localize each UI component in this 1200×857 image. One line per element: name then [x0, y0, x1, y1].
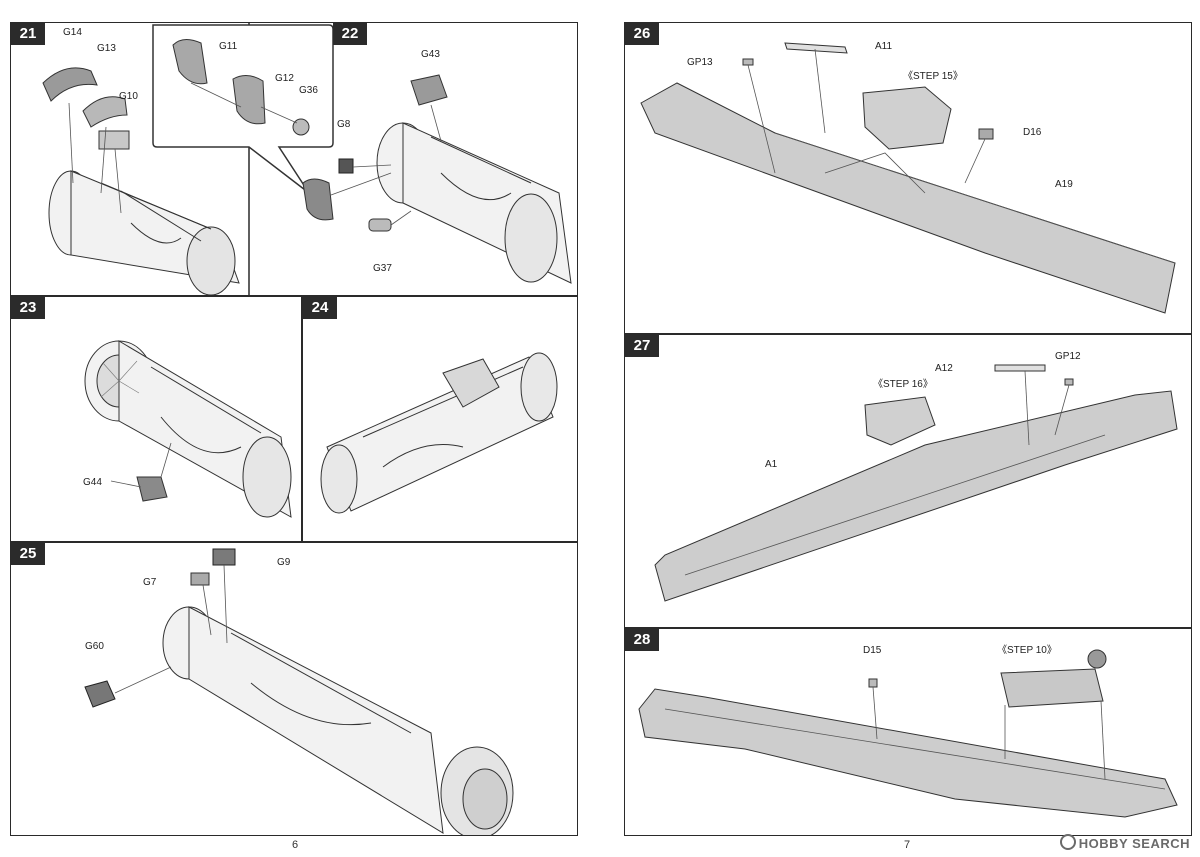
part-label-a11: A11 [875, 41, 893, 52]
watermark-logo-icon [1059, 834, 1076, 850]
right-page: 26 A11 GP13 《STEP 15》 D16 A19 27 [604, 0, 1200, 857]
step-27-badge: 27 [625, 335, 659, 357]
part-label-g44: G44 [83, 477, 102, 488]
engine-rear-section-illustration [84, 548, 514, 835]
part-label-g60: G60 [85, 641, 104, 652]
part-label-g9: G9 [277, 557, 291, 568]
step-21-badge: 21 [11, 23, 45, 45]
fuselage-right-half-illustration [640, 42, 1176, 314]
step-26-badge: 26 [625, 23, 659, 45]
watermark-text: HOBBY SEARCH [1078, 836, 1190, 851]
part-label-gp13: GP13 [687, 57, 713, 68]
step-28-badge: 28 [625, 629, 659, 651]
step-10-reference: 《STEP 10》 [997, 645, 1057, 656]
part-label-d15: D15 [863, 645, 882, 656]
fuselage-left-half-illustration [654, 364, 1178, 602]
part-label-g11: G11 [219, 41, 238, 52]
part-label-g37: G37 [373, 263, 392, 274]
step-16-reference: 《STEP 16》 [873, 379, 933, 390]
engine-assembled-illustration [320, 352, 558, 514]
step-28-panel: 28 D15 《STEP 10》 [624, 628, 1192, 836]
part-label-a12: A12 [935, 363, 953, 374]
part-label-g10: G10 [119, 91, 138, 102]
part-label-a1: A1 [765, 459, 778, 470]
step-23-panel: 23 G44 [10, 296, 302, 542]
step-23-badge: 23 [11, 297, 45, 319]
step-27-panel: 27 A12 GP12 《STEP 16》 A1 [624, 334, 1192, 628]
step-26-panel: 26 A11 GP13 《STEP 15》 D16 A19 [624, 22, 1192, 334]
part-label-g14: G14 [63, 27, 82, 38]
part-label-g7: G7 [143, 577, 157, 588]
part-label-g13: G13 [97, 43, 116, 54]
step-21-panel: 21 22 [10, 22, 578, 296]
part-label-d16: D16 [1023, 127, 1042, 138]
part-label-g36: G36 [299, 85, 318, 96]
step-25-badge: 25 [11, 543, 45, 565]
step-25-panel: 25 G9 G7 G60 [10, 542, 578, 836]
part-label-a19: A19 [1055, 179, 1073, 190]
left-page: 21 22 [0, 0, 596, 857]
part-label-g43: G43 [421, 49, 440, 60]
step-22-badge: 22 [333, 23, 367, 45]
part-label-gp12: GP12 [1055, 351, 1081, 362]
engine-fan-section-illustration [84, 340, 292, 518]
step-15-reference: 《STEP 15》 [903, 71, 963, 82]
part-label-g12: G12 [275, 73, 294, 84]
hobby-search-watermark: HOBBY SEARCH [1059, 834, 1190, 851]
page-number-right: 7 [904, 839, 911, 851]
engine-front-section-illustration [42, 23, 572, 295]
step-24-panel: 24 [302, 296, 578, 542]
fuselage-interior-illustration [638, 649, 1178, 818]
page-number-left: 6 [292, 839, 299, 851]
part-label-g8: G8 [337, 119, 351, 130]
step-24-badge: 24 [303, 297, 337, 319]
